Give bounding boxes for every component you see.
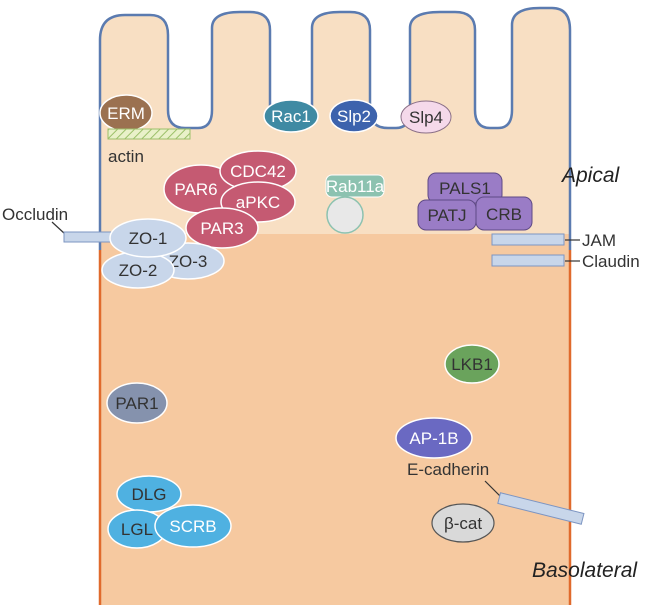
zo1-protein: ZO-1 [109,218,187,258]
basolateral-label: Basolateral [532,559,638,582]
svg-text:ZO-1: ZO-1 [129,229,168,248]
claudin-label: Claudin [582,252,640,271]
svg-text:LGL: LGL [121,520,153,539]
par3-protein: PAR3 [185,207,259,249]
ecadherin-label: E-cadherin [407,460,489,479]
svg-text:DLG: DLG [132,485,167,504]
erm-protein: ERM [99,94,153,132]
actin-filament [107,128,191,140]
svg-text:PAR6: PAR6 [174,180,217,199]
jam-bar [491,233,565,246]
svg-text:Slp4: Slp4 [409,108,443,127]
occludin-leader [51,221,66,235]
svg-text:SCRB: SCRB [169,517,216,536]
apical-membrane [98,6,572,250]
lgl-protein: LGL [107,509,167,549]
svg-text:CDC42: CDC42 [230,162,286,181]
occludin-label: Occludin [2,205,68,224]
bcat-protein: β-cat [431,503,495,543]
zo2-protein: ZO-2 [101,251,175,289]
crb-protein: CRB [475,196,533,231]
scrb-protein: SCRB [154,504,232,548]
svg-text:β-cat: β-cat [444,514,482,533]
svg-text:ZO-2: ZO-2 [119,261,158,280]
svg-text:CRB: CRB [486,205,522,224]
svg-text:Rac1: Rac1 [271,107,311,126]
apical-label: Apical [560,164,621,187]
lkb1-protein: LKB1 [444,344,500,384]
par1-protein: PAR1 [106,382,168,424]
svg-text:Slp2: Slp2 [337,107,371,126]
patj-protein: PATJ [417,199,477,231]
claudin-bar [491,254,565,267]
slp2-protein: Slp2 [329,99,379,133]
ap1b-protein: AP-1B [395,417,473,459]
svg-text:PALS1: PALS1 [439,179,491,198]
svg-text:ZO-3: ZO-3 [169,252,208,271]
svg-text:PAR3: PAR3 [200,219,243,238]
rac1-protein: Rac1 [263,99,319,133]
slp4-protein: Slp4 [400,100,452,134]
svg-text:PAR1: PAR1 [115,394,158,413]
basolateral-cytoplasm [100,234,570,605]
ecadherin-leader [484,480,503,499]
svg-text:AP-1B: AP-1B [409,429,458,448]
svg-text:Rab11a: Rab11a [326,177,385,196]
ecadherin-bar [497,492,585,525]
rab11a-protein: Rab11a [325,174,385,198]
svg-text:aPKC: aPKC [236,193,280,212]
cdc42-protein: CDC42 [219,150,297,192]
dlg-protein: DLG [116,475,182,513]
svg-text:LKB1: LKB1 [451,355,493,374]
vesicle [326,196,364,234]
actin-label: actin [108,147,144,166]
svg-text:ERM: ERM [107,104,145,123]
jam-label: JAM [582,231,616,250]
svg-text:PATJ: PATJ [427,206,466,225]
